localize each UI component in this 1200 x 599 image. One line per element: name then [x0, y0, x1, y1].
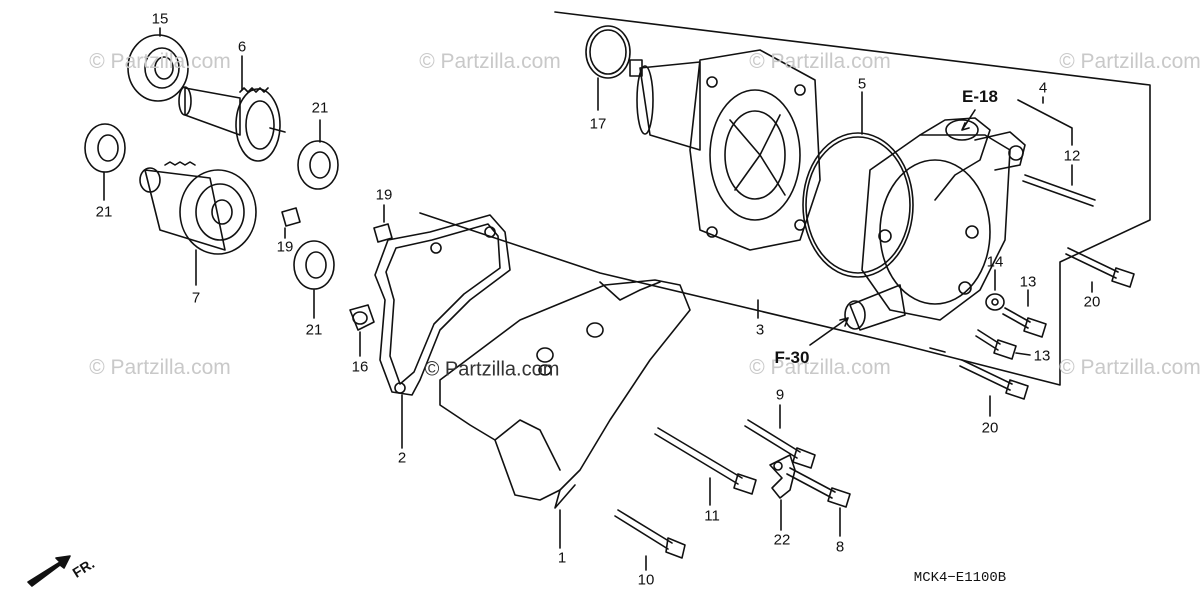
- e18-arrow: [961, 109, 976, 131]
- bearing-21-upper-right: [297, 140, 339, 190]
- watermark: © Partzilla.com: [1059, 356, 1200, 379]
- grommet-16: [349, 304, 375, 331]
- callout-21-upper-right: 21: [311, 99, 329, 117]
- bolt-10: [614, 509, 686, 559]
- callout-3: 3: [755, 321, 765, 339]
- bolt-11: [654, 427, 757, 495]
- callout-13-upper: 13: [1019, 273, 1037, 291]
- callout-6: 6: [237, 38, 247, 56]
- bolt-9: [744, 419, 816, 469]
- callout-22: 22: [773, 531, 791, 549]
- dowel-pin-19-b: [373, 223, 393, 243]
- callout-21-lower: 21: [305, 321, 323, 339]
- watermark: © Partzilla.com: [1059, 50, 1200, 73]
- callout-1: 1: [557, 549, 567, 567]
- gear-shaft-6: [178, 86, 286, 162]
- bolt-20-upper: [1065, 247, 1135, 288]
- bolt-12: [1022, 174, 1096, 207]
- bearing-21-lower: [293, 240, 335, 290]
- watermark: © Partzilla.com: [89, 356, 231, 379]
- callout-5: 5: [857, 75, 867, 93]
- o-ring-17: [585, 25, 631, 79]
- clamp-22: [769, 454, 796, 499]
- f30-arrow: [809, 317, 849, 346]
- washer-14: [985, 293, 1005, 311]
- callout-9: 9: [775, 386, 785, 404]
- ref-e18: E-18: [962, 87, 998, 106]
- callout-10: 10: [637, 571, 655, 589]
- watermark: © Partzilla.com: [89, 50, 231, 73]
- callout-14: 14: [986, 253, 1004, 271]
- callout-13-lower: 13: [1033, 347, 1051, 365]
- callout-11: 11: [704, 507, 720, 525]
- o-ring-5: [802, 132, 914, 278]
- cover-1: [439, 279, 691, 509]
- watermark-center: © Partzilla.com: [424, 358, 560, 381]
- callout-21-left: 21: [95, 203, 113, 221]
- diagram-code: MCK4−E1100B: [913, 570, 1007, 586]
- bolt-13-upper: [1002, 307, 1047, 338]
- watermark: © Partzilla.com: [749, 50, 891, 73]
- callout-4: 4: [1038, 79, 1048, 97]
- bolt-8: [786, 467, 851, 508]
- gasket-2: [374, 214, 511, 396]
- bearing-15: [127, 34, 189, 102]
- callout-7: 7: [191, 289, 201, 307]
- ref-f30: F-30: [774, 348, 810, 367]
- water-pump-body: [629, 49, 821, 251]
- gear-assembly-7: [139, 161, 257, 255]
- callout-15: 15: [151, 10, 169, 28]
- callout-19-b: 19: [375, 186, 393, 204]
- callout-20-lower: 20: [981, 419, 999, 437]
- callout-20-upper: 20: [1083, 293, 1101, 311]
- fr-arrow: [27, 555, 71, 587]
- bolt-13-lower: [975, 329, 1031, 360]
- callout-2: 2: [397, 449, 407, 467]
- callout-8: 8: [835, 538, 845, 556]
- bolt-20-lower: [959, 359, 1029, 400]
- callout-17: 17: [589, 115, 607, 133]
- watermark: © Partzilla.com: [419, 50, 561, 73]
- pump-cover: [844, 117, 1026, 331]
- callout-19-a: 19: [276, 238, 294, 256]
- part-4-leader: [1017, 99, 1073, 146]
- watermark: © Partzilla.com: [749, 356, 891, 379]
- callout-16: 16: [351, 358, 369, 376]
- bearing-21-left: [84, 123, 126, 173]
- callout-12: 12: [1063, 147, 1081, 165]
- dowel-pin-19-a: [281, 207, 301, 227]
